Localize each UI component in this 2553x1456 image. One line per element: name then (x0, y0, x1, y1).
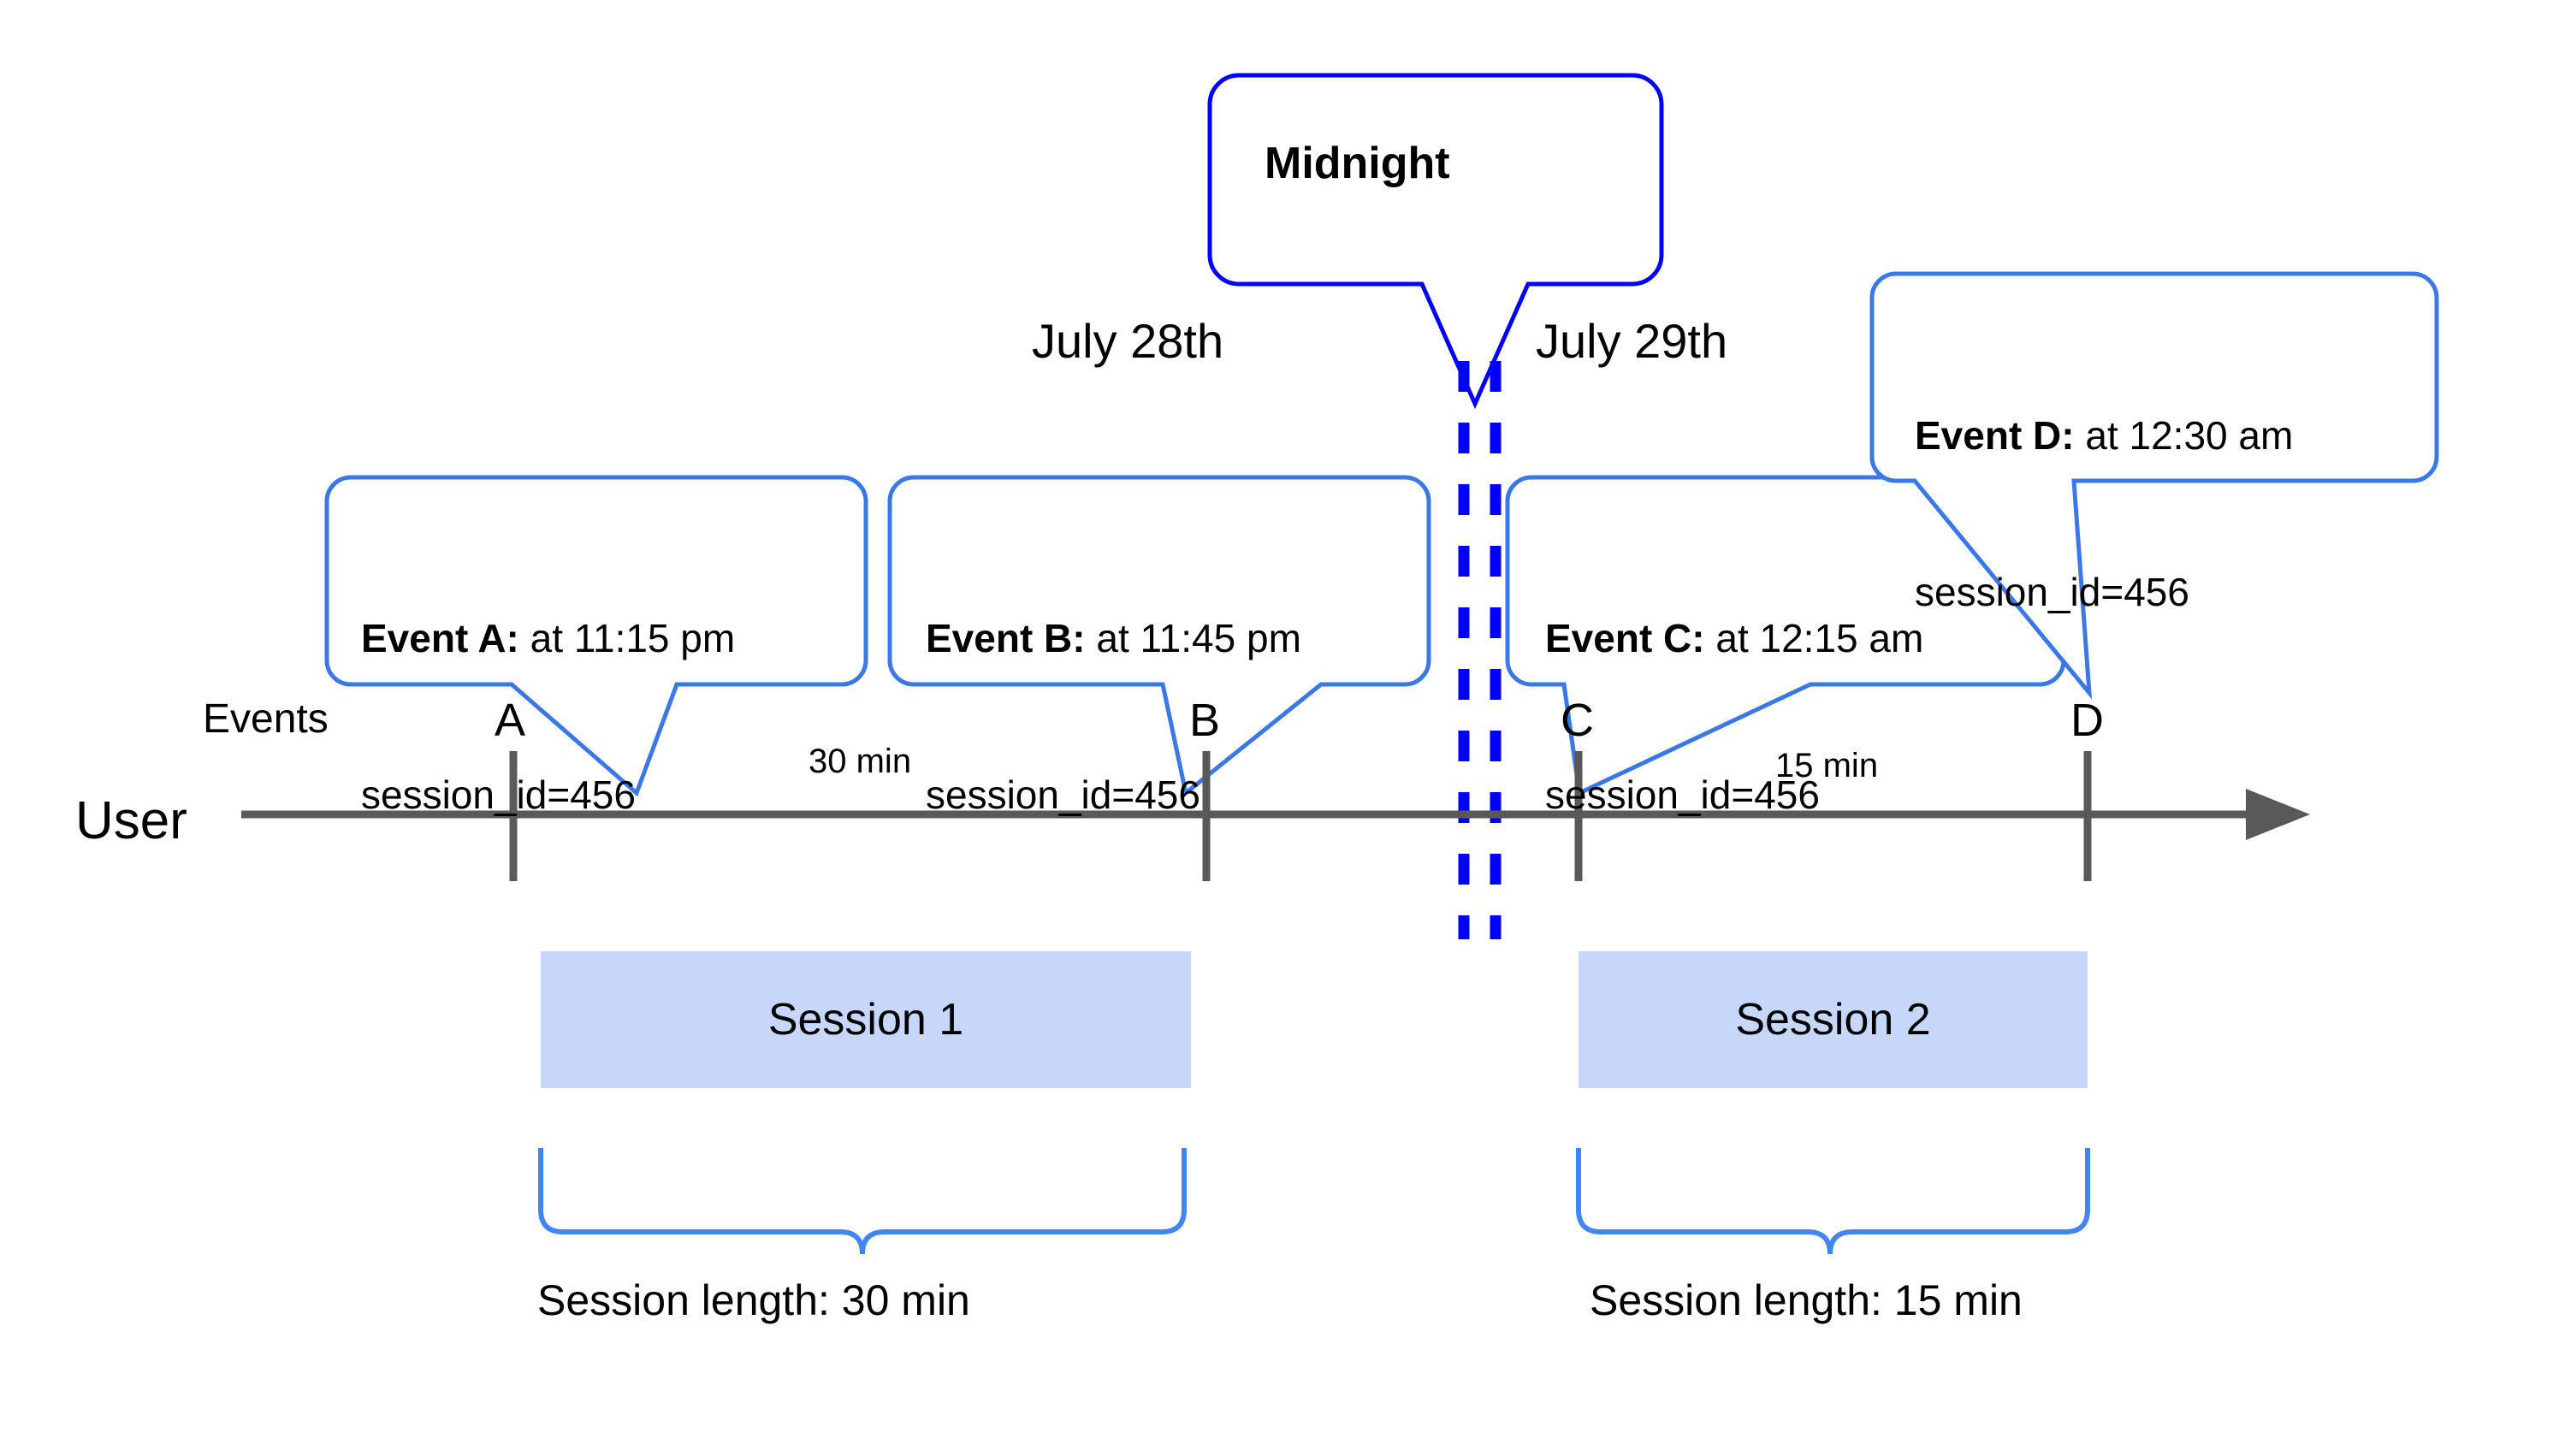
lane-label-user: User (75, 791, 187, 850)
session-1-label: Session 1 (767, 995, 964, 1045)
event-b-time: at 11:45 pm (1085, 616, 1301, 661)
midnight-label: Midnight (1265, 139, 1450, 188)
session-2-label: Session 2 (1735, 995, 1931, 1045)
tick-label-c: C (1561, 695, 1594, 746)
midnight-callout-shape (1207, 73, 1664, 410)
timeline-axis (241, 789, 2310, 840)
tick-label-d: D (2070, 695, 2104, 746)
event-c-callout-text: Event C: at 12:15 am session_id=456 (1545, 509, 1923, 925)
session-2-brace (1576, 1148, 2090, 1255)
session-1-length-label: Session length: 30 min (537, 1276, 970, 1324)
event-c-session-id: session_id=456 (1545, 772, 1820, 817)
tick-label-b: B (1189, 695, 1221, 746)
duration-label-c-to-d: 15 min (1775, 747, 1879, 784)
event-a-time: at 11:15 pm (518, 616, 736, 661)
session-2-length-label: Session length: 15 min (1590, 1276, 2023, 1324)
tick-label-a: A (495, 695, 526, 746)
event-tick-marks (509, 751, 2092, 881)
event-d-callout-text: Event D: at 12:30 am session_id=456 (1915, 306, 2293, 722)
event-b-session-id: session_id=456 (926, 772, 1200, 817)
event-a-title: Event A: (361, 616, 519, 661)
event-a-callout-text: Event A: at 11:15 pm session_id=456 (361, 509, 735, 925)
session-1-brace (538, 1148, 1187, 1255)
session-2-box: Session 2 (1579, 951, 2088, 1088)
session-1-box: Session 1 (541, 951, 1191, 1088)
event-c-title: Event C: (1545, 616, 1705, 661)
event-a-session-id: session_id=456 (361, 772, 636, 817)
event-d-session-id: session_id=456 (1915, 569, 2189, 614)
event-a-callout-shape (324, 475, 868, 797)
date-label-july-29: July 29th (1536, 314, 1728, 368)
event-d-callout-shape (1869, 271, 2439, 700)
event-b-callout-text: Event B: at 11:45 pm session_id=456 (926, 509, 1301, 925)
event-c-time: at 12:15 am (1704, 616, 1924, 661)
duration-label-a-to-b: 30 min (809, 743, 912, 780)
lane-label-events: Events (203, 696, 329, 742)
event-d-time: at 12:30 am (2074, 413, 2294, 459)
event-d-title: Event D: (1915, 413, 2075, 459)
midnight-dashed-line (1458, 361, 1502, 939)
event-b-callout-shape (887, 475, 1431, 797)
event-b-title: Event B: (926, 616, 1086, 661)
date-label-july-28: July 28th (1032, 314, 1224, 368)
